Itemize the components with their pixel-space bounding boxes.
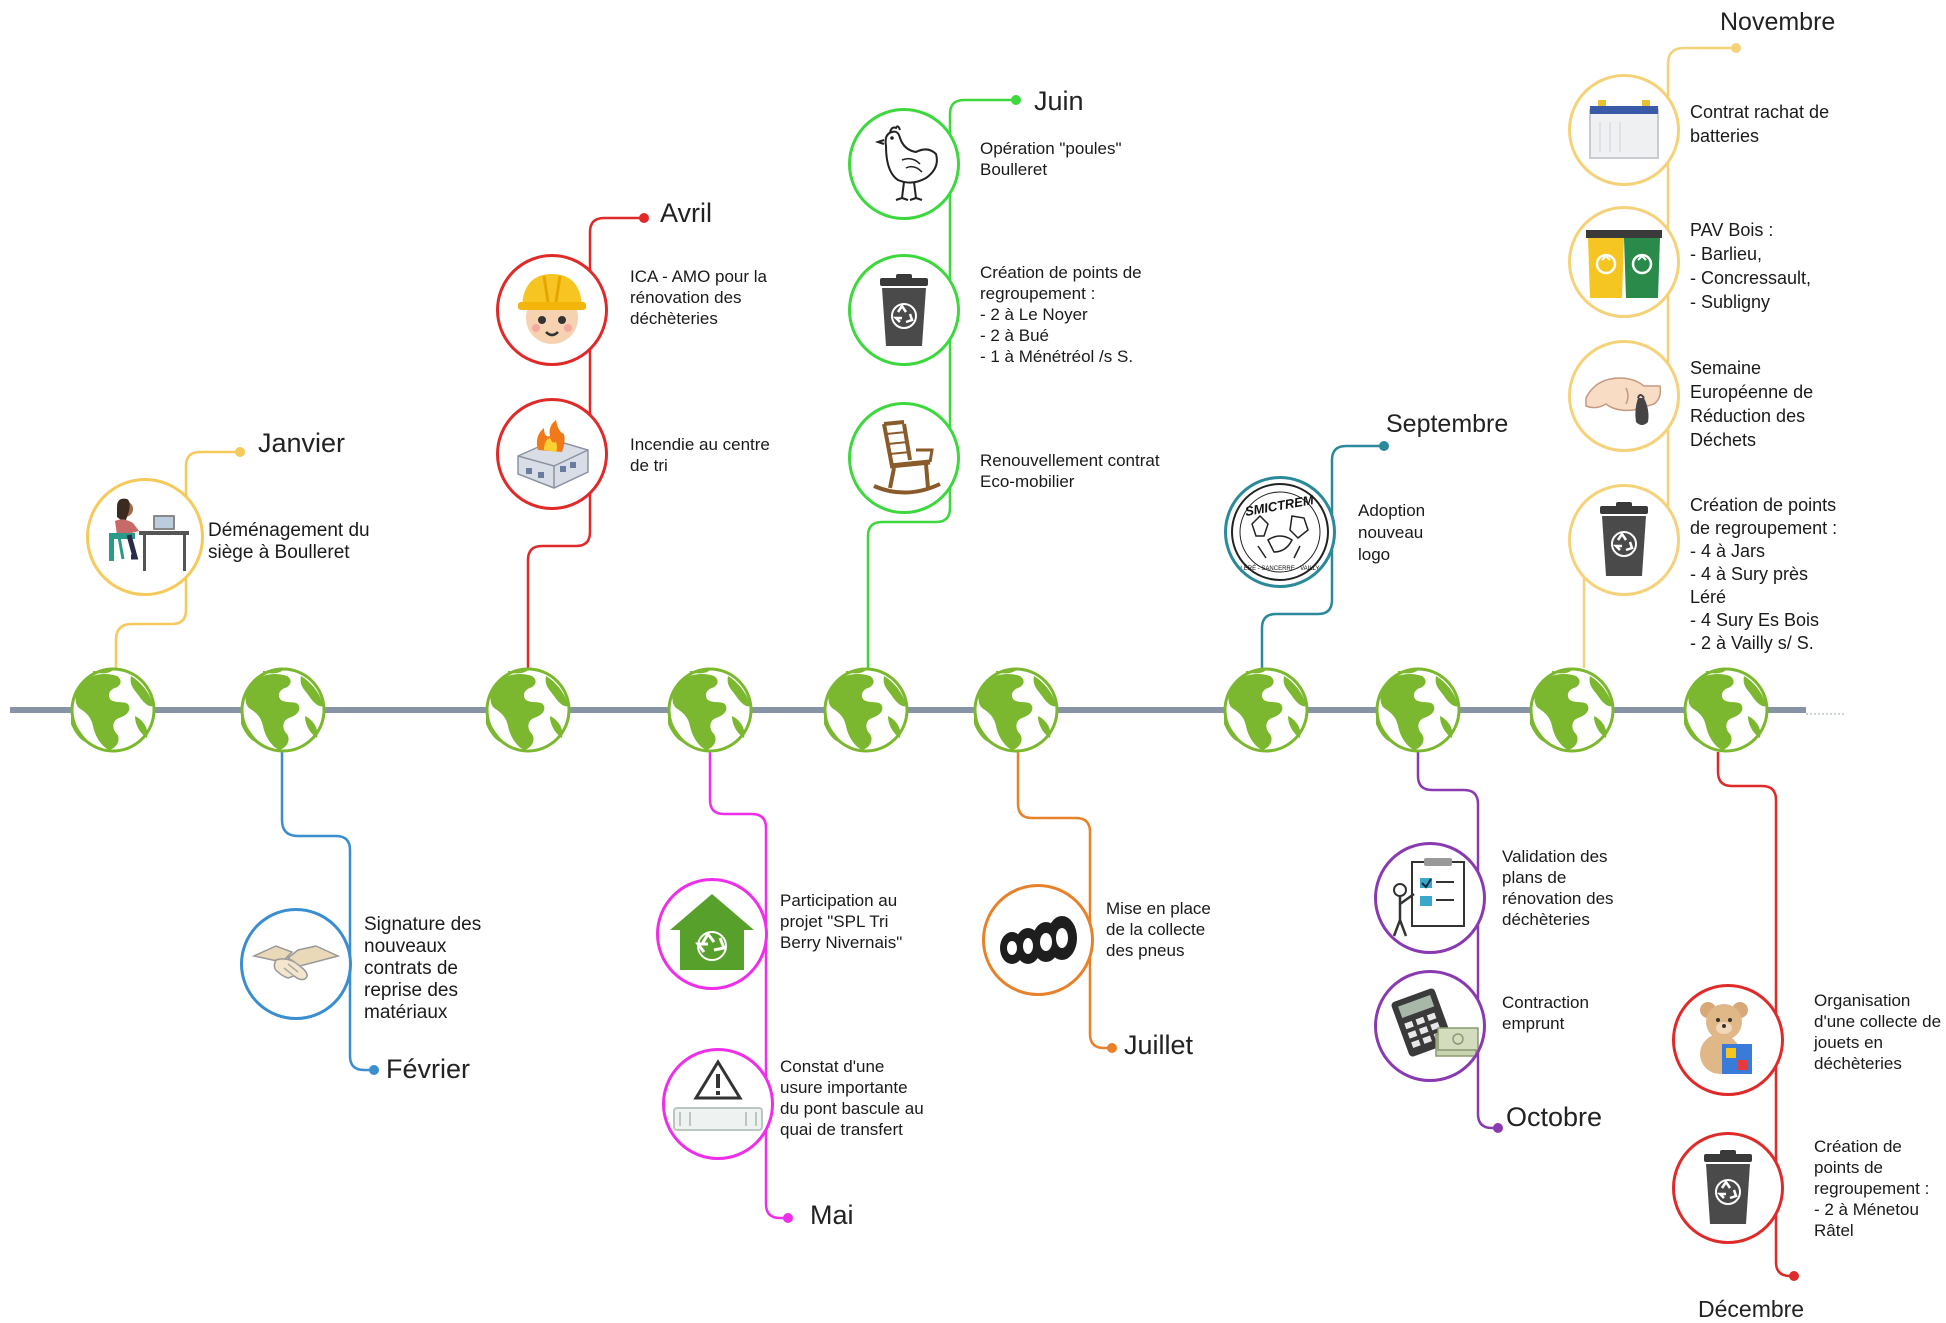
juillet-event-icon: [982, 884, 1094, 996]
fevrier-event-text: Signature des nouveaux contrats de repri…: [364, 914, 482, 1023]
plans-board-icon: [1392, 858, 1465, 937]
handshake-icon: [251, 945, 341, 981]
juillet-event-text: Mise en place de la collecte des pneus: [1106, 899, 1211, 960]
fevrier-event-icon: [240, 908, 352, 1020]
janvier-event-icon: [86, 478, 204, 596]
recycle-bin-icon: [880, 274, 928, 346]
juillet-dot: [1107, 1043, 1117, 1053]
chicken-icon: [874, 125, 938, 201]
novembre-event-3-icon: [1568, 340, 1680, 452]
decembre-line: [1716, 752, 1794, 1278]
octobre-dot: [1493, 1123, 1503, 1133]
mai-event-2-icon: [662, 1048, 774, 1160]
novembre-event-4-icon: [1568, 484, 1680, 596]
avril-event-1-icon: [496, 254, 608, 366]
teddy-bear-icon: [1700, 1002, 1752, 1074]
avril-event-2-icon: [496, 398, 608, 510]
janvier-dot: [235, 447, 245, 457]
janvier-line: [114, 450, 238, 668]
novembre-event-1-icon: [1568, 74, 1680, 186]
juin-dot: [1011, 95, 1021, 105]
month-label-decembre: Décembre: [1698, 1296, 1805, 1322]
novembre-event-4-text: Création de points de regroupement : - 4…: [1690, 495, 1838, 653]
septembre-dot: [1379, 441, 1389, 451]
bins-icon: [1586, 230, 1662, 298]
novembre-event-3-text: Semaine Européenne de Réduction des Déch…: [1690, 358, 1814, 450]
month-label-fevrier: Février: [386, 1054, 471, 1084]
decembre-event-2-icon: [1672, 1132, 1784, 1244]
octobre-event-1-text: Validation des plans de rénovation des d…: [1502, 847, 1614, 929]
month-label-novembre: Novembre: [1720, 8, 1836, 36]
person-laptop-icon: [109, 498, 189, 571]
recycle-bin-icon: [1704, 1150, 1752, 1224]
mai-line: [708, 752, 788, 1220]
juillet-line: [1016, 752, 1112, 1050]
month-label-janvier: Janvier: [258, 428, 346, 458]
tires-icon: [1000, 916, 1077, 964]
month-label-juillet: Juillet: [1124, 1030, 1194, 1060]
avril-event-1-text: ICA - AMO pour la rénovation des déchète…: [630, 267, 767, 328]
novembre-event-2-text: PAV Bois : - Barlieu, - Concressault, - …: [1690, 220, 1812, 312]
month-label-mai: Mai: [810, 1200, 854, 1230]
month-label-octobre: Octobre: [1506, 1102, 1603, 1132]
octobre-event-1-icon: [1374, 842, 1486, 954]
mai-event-1-text: Participation au projet "SPL Tri Berry N…: [780, 891, 903, 952]
novembre-event-1-text: Contrat rachat de batteries: [1690, 102, 1830, 146]
month-label-juin: Juin: [1034, 86, 1084, 116]
globe-icon: [484, 666, 572, 754]
battery-icon: [1589, 100, 1659, 159]
globe-icon: [822, 666, 910, 754]
juin-event-3-icon: [848, 402, 960, 514]
logo-icon: SMICTREM LÉRÉ - SANCERRE - VAILLY: [1231, 483, 1329, 581]
mai-dot: [783, 1213, 793, 1223]
juin-event-2-icon: [848, 254, 960, 366]
recycle-bin-icon: [1600, 502, 1648, 576]
globe-icon: [239, 666, 327, 754]
juin-event-1-text: Opération "poules" Boulleret: [980, 139, 1122, 179]
globe-icon: [666, 666, 754, 754]
worker-icon: [518, 274, 586, 344]
avril-line: [526, 216, 644, 668]
octobre-event-2-icon: [1374, 970, 1486, 1082]
decembre-event-1-text: Organisation d'une collecte de jouets en…: [1814, 991, 1942, 1073]
recycling-house-icon: [670, 894, 754, 970]
septembre-event-icon: SMICTREM LÉRÉ - SANCERRE - VAILLY: [1224, 476, 1336, 588]
mai-event-2-text: Constat d'une usure importante du pont b…: [780, 1057, 924, 1139]
globe-icon: [1374, 666, 1462, 754]
logo-subtext: LÉRÉ - SANCERRE - VAILLY: [1240, 565, 1319, 572]
avril-dot: [639, 213, 649, 223]
globe-icon: [69, 666, 157, 754]
globe-icon: [1682, 666, 1770, 754]
decembre-event-1-icon: [1672, 984, 1784, 1096]
month-label-septembre: Septembre: [1386, 410, 1509, 438]
juin-event-2-text: Création de points de regroupement : - 2…: [980, 263, 1142, 366]
calculator-money-icon: [1391, 988, 1479, 1057]
juin-line: [866, 98, 1016, 668]
octobre-event-2-text: Contraction emprunt: [1502, 993, 1589, 1033]
hand-bag-icon: [1585, 377, 1662, 425]
globe-icon: [1222, 666, 1310, 754]
decembre-event-2-text: Création de points de regroupement : - 2…: [1814, 1137, 1930, 1240]
septembre-event-text: Adoption nouveau logo: [1358, 501, 1426, 564]
decembre-dot: [1789, 1271, 1799, 1281]
fire-building-icon: [517, 420, 589, 489]
mai-event-1-icon: [656, 878, 768, 990]
fevrier-dot: [369, 1065, 379, 1075]
septembre-line: [1260, 444, 1384, 668]
warning-scale-icon: [673, 1059, 763, 1131]
fevrier-line: [280, 752, 374, 1072]
month-label-avril: Avril: [660, 198, 713, 228]
janvier-event-text: Déménagement du siège à Boulleret: [208, 520, 370, 563]
avril-event-2-text: Incendie au centre de tri: [630, 435, 770, 475]
novembre-event-2-icon: [1568, 206, 1680, 318]
juin-event-1-icon: [848, 108, 960, 220]
globe-icon: [1528, 666, 1616, 754]
novembre-dot: [1731, 43, 1741, 53]
globe-icon: [972, 666, 1060, 754]
rocking-chair-icon: [873, 420, 941, 495]
juin-event-3-text: Renouvellement contrat Eco-mobilier: [980, 451, 1160, 491]
octobre-line: [1416, 752, 1498, 1130]
